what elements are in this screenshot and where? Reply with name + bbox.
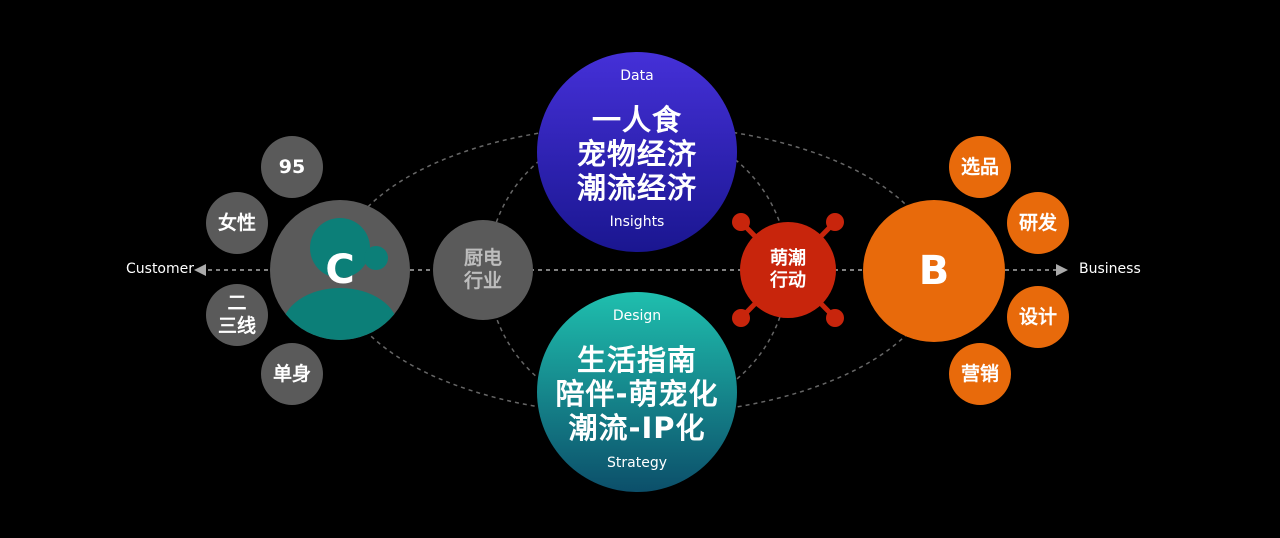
business-circle: B bbox=[863, 200, 1005, 342]
data-insights-circle: Data 一人食 宠物经济 潮流经济 Insights bbox=[537, 52, 737, 252]
design-label: Design bbox=[612, 308, 662, 324]
business-tag-selection: 选品 bbox=[949, 136, 1011, 198]
business-axis-label: Business bbox=[1079, 261, 1141, 277]
strategy-line: 生活指南 bbox=[576, 343, 697, 377]
business-tag-marketing: 营销 bbox=[949, 343, 1011, 405]
kitchen-industry-node: 厨电 行业 bbox=[433, 220, 533, 320]
person-silhouette-icon bbox=[282, 218, 398, 340]
customer-avatar-circle: C bbox=[270, 200, 410, 340]
customer-tag-city: 二 三线 bbox=[206, 284, 268, 346]
design-strategy-circle: Design 生活指南 陪伴-萌宠化 潮流-IP化 Strategy bbox=[537, 292, 737, 492]
design-strategy-lines: 生活指南 陪伴-萌宠化 潮流-IP化 bbox=[555, 343, 718, 445]
customer-tag-gender: 女性 bbox=[206, 192, 268, 254]
insight-line: 潮流经济 bbox=[576, 171, 697, 205]
customer-letter: C bbox=[325, 247, 355, 293]
customer-tag-age: 95 bbox=[261, 136, 323, 198]
strategy-label: Strategy bbox=[607, 455, 667, 471]
action-spoke-dots bbox=[732, 213, 844, 327]
business-tag-design: 设计 bbox=[1007, 286, 1069, 348]
insight-line: 宠物经济 bbox=[576, 137, 697, 171]
strategy-line: 潮流-IP化 bbox=[568, 411, 706, 445]
data-label: Data bbox=[620, 68, 654, 84]
business-tag-rnd: 研发 bbox=[1007, 192, 1069, 254]
insight-line: 一人食 bbox=[591, 103, 682, 137]
business-letter: B bbox=[918, 248, 950, 294]
data-insights-lines: 一人食 宠物经济 潮流经济 bbox=[577, 103, 697, 205]
action-node: 萌潮 行动 bbox=[740, 222, 836, 318]
customer-axis-label: Customer bbox=[126, 261, 195, 277]
insights-label: Insights bbox=[609, 214, 665, 230]
strategy-line: 陪伴-萌宠化 bbox=[555, 377, 719, 411]
customer-tag-single: 单身 bbox=[261, 343, 323, 405]
